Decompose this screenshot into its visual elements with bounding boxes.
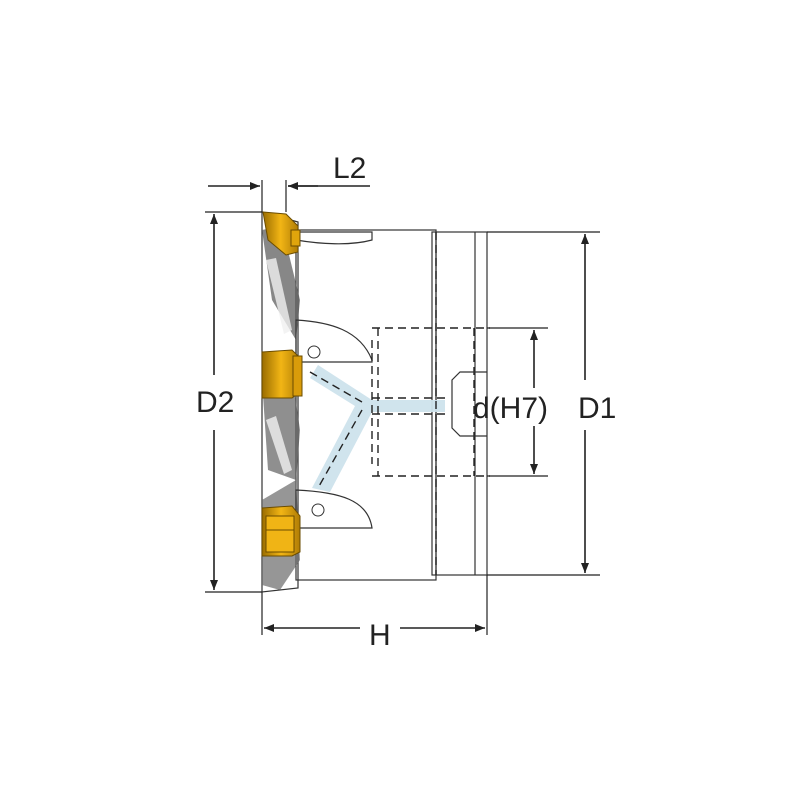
extension-lines (205, 180, 600, 635)
label-d2: D2 (196, 386, 234, 419)
chip-pocket-middle (295, 319, 373, 363)
insert-bottom (261, 505, 301, 557)
chip-pocket-lower (295, 489, 373, 529)
label-l2: L2 (333, 152, 366, 185)
coolant-channels (309, 365, 445, 492)
label-h: H (369, 619, 391, 652)
label-d1: D1 (578, 392, 616, 425)
bore-hidden-lines (371, 232, 490, 575)
insert-top (262, 211, 301, 256)
chip-pocket-upper (295, 231, 373, 245)
insert-middle (261, 349, 303, 399)
label-bore: d(H7) (473, 392, 548, 425)
